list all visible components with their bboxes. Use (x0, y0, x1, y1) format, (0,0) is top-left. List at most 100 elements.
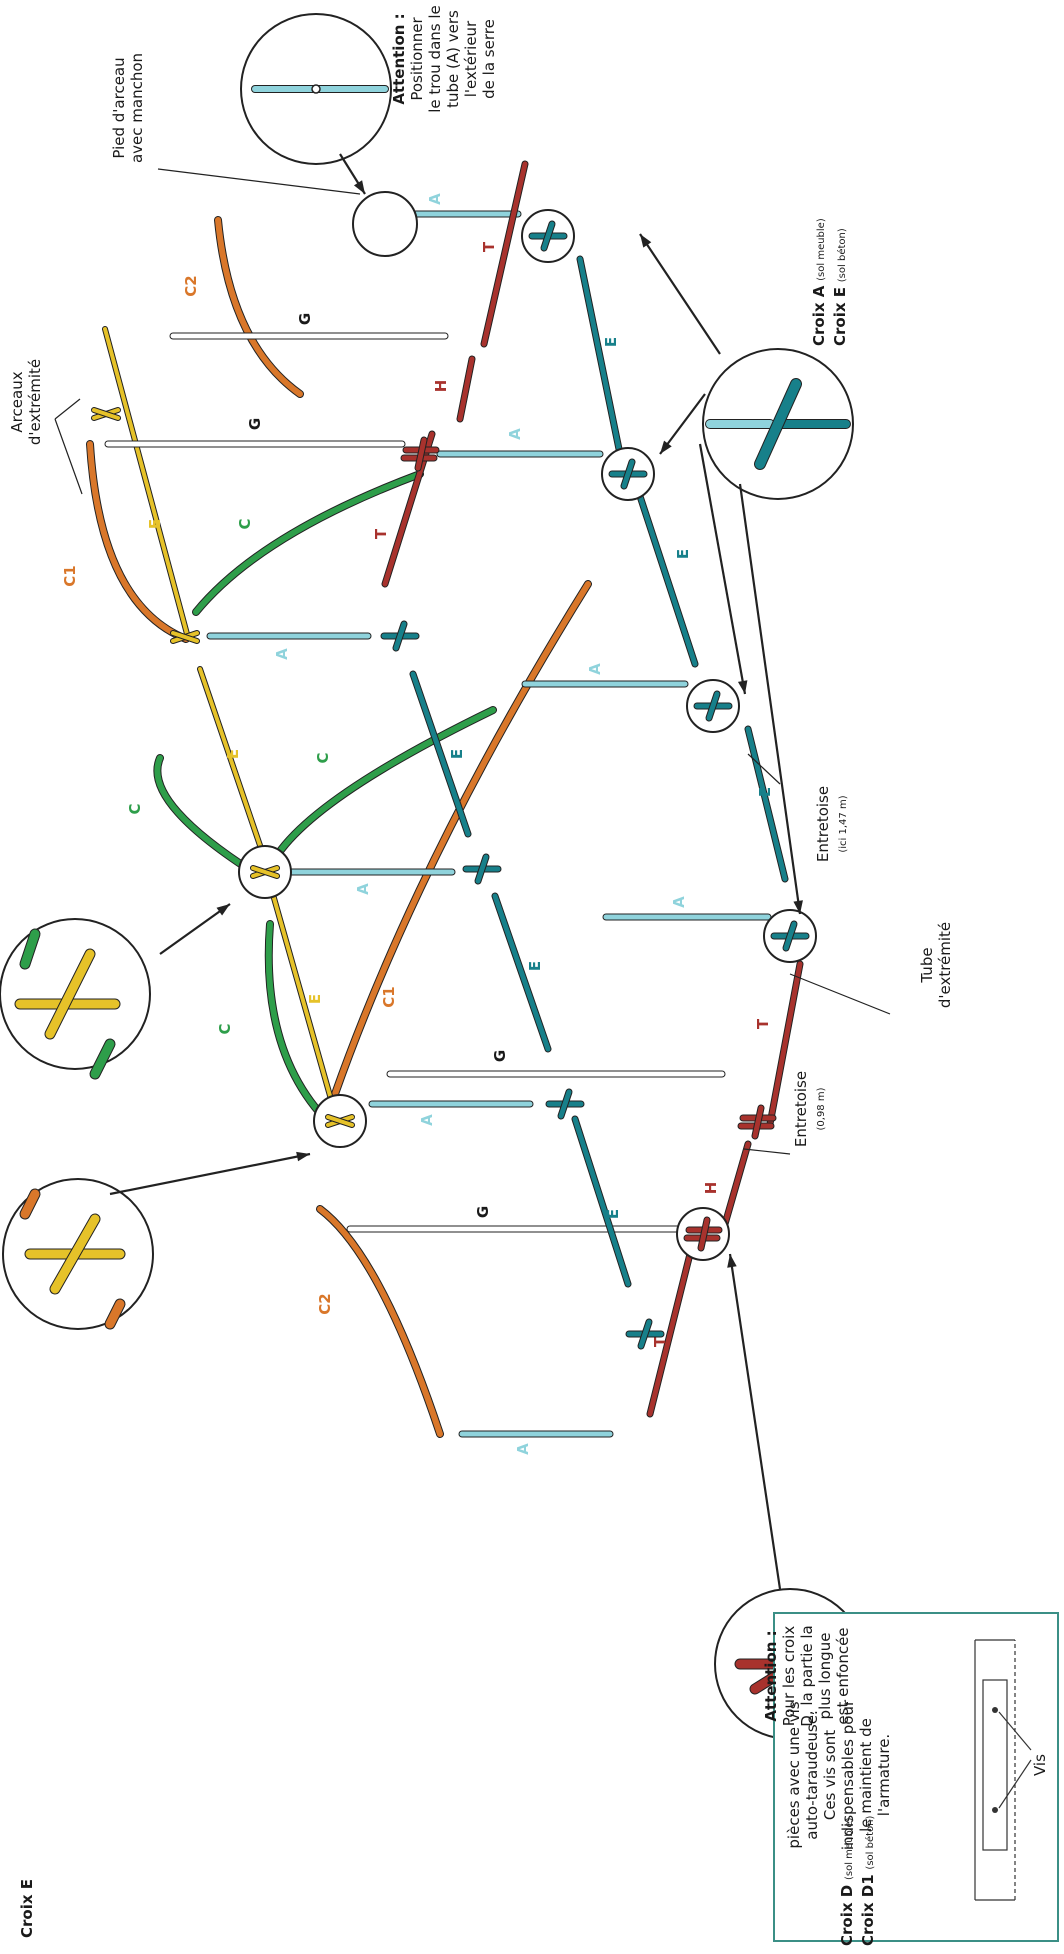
arch-c-1-outline (192, 470, 424, 616)
screw-mark (992, 1707, 998, 1713)
label-g-3: G (491, 1050, 509, 1062)
cross-a-1-b (541, 221, 555, 251)
arrow-croix-e-top-head (216, 904, 230, 916)
arrow-croix-d (728, 1253, 782, 1590)
arch-c-2-outline (274, 706, 497, 858)
arrow-croix-d-head (727, 1254, 737, 1268)
detail-orange-stub-2 (105, 1299, 125, 1329)
attention-bottom: Attention : Pour les croix D, la partie … (762, 1625, 852, 1727)
leader-pied (157, 168, 361, 195)
leader-entretoise-147 (747, 753, 781, 785)
arrow-croix-a-1-head (640, 234, 652, 248)
purlin-e-teal-4 (410, 671, 471, 837)
label-e-yellow-2: E (224, 749, 242, 759)
tube-h-1 (457, 356, 475, 422)
label-a-7: A (418, 1114, 436, 1126)
label-a-2: A (506, 428, 524, 440)
label-e-teal-5: E (526, 961, 544, 971)
pied-arceau-label: Pied d'arceau avec manchon (110, 52, 146, 164)
label-c2-bottom: C2 (316, 1293, 334, 1314)
label-a-5: A (586, 663, 604, 675)
cross-red-3-c (752, 1105, 764, 1139)
arrow-croix-a-3-head (737, 680, 748, 694)
label-t-3: T (754, 1018, 772, 1029)
arch-c-1 (193, 471, 423, 615)
tube-t-1 (481, 161, 528, 347)
entretoise-147-label: Entretoise (ici 1,47 m) (814, 785, 849, 863)
cross-teal-6-b (475, 854, 489, 884)
cross-red-1-c (415, 437, 427, 471)
purlin-e-yellow-1 (103, 327, 189, 636)
cross-red-2-c (698, 1217, 710, 1251)
label-e-teal-6: E (604, 1209, 622, 1219)
detail-cross-e-b (50, 1214, 100, 1294)
cross-yellow-3-b (171, 631, 199, 643)
arch-c-4 (265, 921, 333, 1127)
leader-entretoise-098 (743, 1148, 791, 1155)
arrow-croix-a-4 (738, 483, 802, 915)
label-c2-top: C2 (182, 275, 200, 296)
leader-tube-extremite (789, 973, 891, 1015)
arrow-pied-head (353, 180, 365, 194)
label-a-1: A (426, 193, 444, 205)
arch-c-2 (275, 707, 496, 857)
label-e-yellow-1: E (146, 519, 164, 529)
label-e-yellow-3: E (306, 994, 324, 1004)
label-t-2: T (372, 528, 390, 539)
arrow-croix-a-4-head (793, 900, 803, 914)
entretoise-098-label: Entretoise (0,98 m) (792, 1070, 827, 1148)
label-c1-bottom: C1 (380, 986, 398, 1007)
purlin-e-teal-1 (577, 256, 623, 457)
label-c-4: C (216, 1023, 234, 1034)
detail-green-stub-1 (20, 929, 40, 969)
arrow-croix-e-bottom (109, 1152, 311, 1196)
arrow-croix-e-bottom-head (296, 1151, 310, 1162)
screw-mark (992, 1807, 998, 1813)
attention-top: Attention : Positionner le trou dans le … (390, 5, 498, 113)
tube-extremite-label: Tube d'extrémité (918, 921, 954, 1009)
cross-yellow-4-b (92, 408, 120, 420)
arrow-croix-a-1 (639, 233, 721, 355)
purlin-e-teal-3 (745, 726, 788, 882)
label-g-1: G (296, 313, 314, 325)
arch-c2-top (215, 217, 303, 397)
croix-e-title: Croix E (18, 1879, 36, 1938)
label-c-1: C (236, 518, 254, 529)
purlin-e-yellow-3 (268, 882, 340, 1126)
cross-a-2-b (621, 459, 635, 489)
arrow-croix-a-3 (698, 443, 747, 695)
arch-c1-bottom (332, 581, 591, 1097)
screw-pointer (998, 1759, 1032, 1809)
tube-inner (982, 1679, 1008, 1851)
arch-c2-top-outline (214, 216, 304, 398)
arrow-croix-e-top (159, 903, 231, 955)
screw-label: Vis (1031, 1754, 1049, 1776)
arch-c2-bottom (317, 1206, 443, 1437)
tube-h-2 (722, 1141, 751, 1227)
label-h-1: H (432, 380, 450, 393)
leader-arceaux-2 (54, 418, 83, 495)
label-e-teal-1: E (602, 337, 620, 347)
screw-info-box: pièces avec une vis auto-taraudeuse. Ces… (773, 1612, 1059, 1942)
label-c-2: C (314, 752, 332, 763)
detail-croix-a-bar (755, 379, 801, 469)
label-e-teal-4: E (448, 749, 466, 759)
purlin-e-yellow-2 (198, 667, 270, 871)
cross-teal-7-b (558, 1089, 572, 1119)
label-e-teal-2: E (674, 549, 692, 559)
label-g-4: G (474, 1206, 492, 1218)
screw-detail-drawing (974, 1639, 1032, 1901)
detail-orange-stub-1 (20, 1189, 40, 1219)
cross-teal-8-b (638, 1319, 652, 1349)
detail-hole (311, 84, 321, 94)
label-a-4: A (354, 883, 372, 895)
cross-a-4-b (783, 921, 797, 951)
label-a-6: A (670, 896, 688, 908)
label-a-3: A (273, 648, 291, 660)
tube-t-4 (647, 1251, 693, 1417)
arch-c2-bottom-outline (316, 1205, 444, 1438)
label-g-2: G (246, 418, 264, 430)
joint-circle-pied (352, 191, 418, 257)
detail-cross-yellow-b (45, 949, 95, 1039)
